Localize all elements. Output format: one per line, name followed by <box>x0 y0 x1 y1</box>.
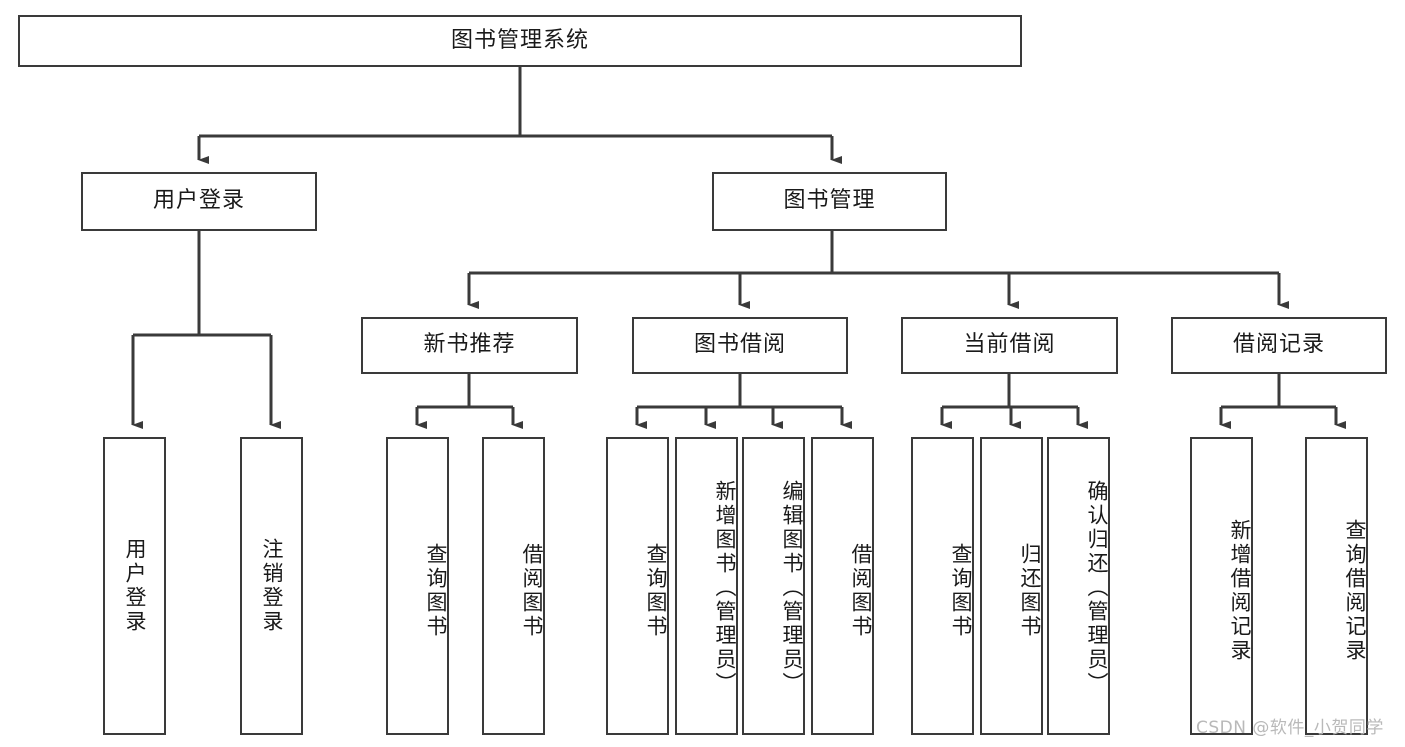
node-book-borrow[interactable]: 图书借阅 <box>632 317 848 374</box>
node-label: 当前借阅 <box>963 332 1056 358</box>
leaf-confirm-return-admin[interactable]: 确认归还（管理员） <box>1047 437 1110 735</box>
node-label: 图书管理系统 <box>450 27 589 53</box>
leaf-logout[interactable]: 注销登录 <box>240 437 303 735</box>
node-root-book-management-system[interactable]: 图书管理系统 <box>18 15 1022 67</box>
node-label: 用户登录 <box>152 188 245 214</box>
node-borrow-record[interactable]: 借阅记录 <box>1171 317 1387 374</box>
node-label: 查询借阅记录 <box>1343 519 1367 663</box>
leaf-add-book-admin[interactable]: 新增图书（管理员） <box>675 437 738 735</box>
node-label: 借阅图书 <box>520 543 544 639</box>
node-label: 用户登录 <box>123 538 148 634</box>
leaf-query-books-current[interactable]: 查询图书 <box>911 437 974 735</box>
node-label: 注销登录 <box>260 538 285 634</box>
node-user-login[interactable]: 用户登录 <box>81 172 317 231</box>
node-label: 图书借阅 <box>693 332 786 358</box>
node-label: 确认归还（管理员） <box>1085 480 1109 696</box>
node-label: 查询图书 <box>424 543 448 639</box>
node-label: 图书管理 <box>783 188 876 214</box>
node-label: 查询图书 <box>949 543 973 639</box>
leaf-add-borrow-record[interactable]: 新增借阅记录 <box>1190 437 1253 735</box>
node-label: 查询图书 <box>644 543 668 639</box>
node-label: 新书推荐 <box>423 332 516 358</box>
node-label: 新增借阅记录 <box>1228 519 1252 663</box>
node-book-management[interactable]: 图书管理 <box>712 172 947 231</box>
leaf-query-borrow-record[interactable]: 查询借阅记录 <box>1305 437 1368 735</box>
leaf-return-books[interactable]: 归还图书 <box>980 437 1043 735</box>
node-label: 新增图书（管理员） <box>713 480 737 696</box>
leaf-borrow-books[interactable]: 借阅图书 <box>811 437 874 735</box>
leaf-query-books-borrow[interactable]: 查询图书 <box>606 437 669 735</box>
node-label: 归还图书 <box>1018 543 1042 639</box>
leaf-user-login[interactable]: 用户登录 <box>103 437 166 735</box>
node-label: 借阅图书 <box>849 543 873 639</box>
node-new-book-recommendation[interactable]: 新书推荐 <box>361 317 578 374</box>
leaf-query-books-new-book[interactable]: 查询图书 <box>386 437 449 735</box>
node-current-borrow[interactable]: 当前借阅 <box>901 317 1118 374</box>
leaf-borrow-books-new-book[interactable]: 借阅图书 <box>482 437 545 735</box>
leaf-edit-book-admin[interactable]: 编辑图书（管理员） <box>742 437 805 735</box>
node-label: 借阅记录 <box>1232 332 1325 358</box>
node-label: 编辑图书（管理员） <box>780 480 804 696</box>
